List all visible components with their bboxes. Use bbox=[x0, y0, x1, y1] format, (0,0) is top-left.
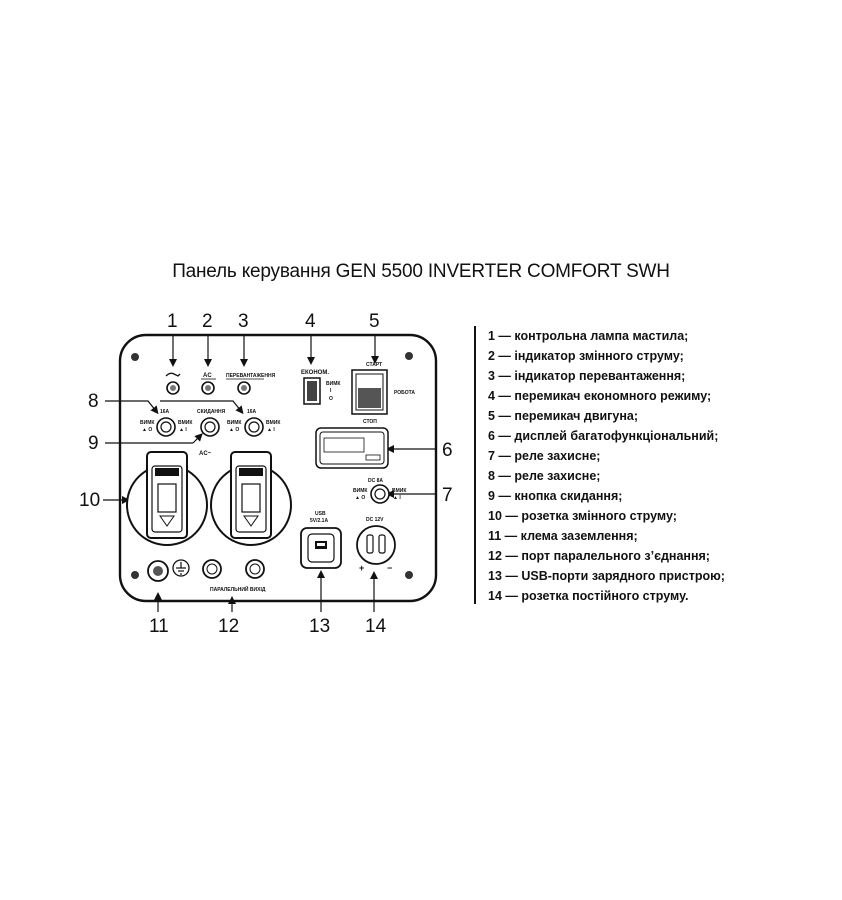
dc-plus-label: + bbox=[359, 563, 364, 573]
econ-off-symbol: O bbox=[329, 396, 333, 402]
stop-label: СТОП bbox=[363, 419, 377, 425]
usb-label: USB bbox=[315, 511, 326, 517]
left-breaker-off-symbol: ▲ O bbox=[142, 427, 152, 433]
callout-4: 4 bbox=[305, 311, 316, 332]
ground-symbol-icon bbox=[172, 559, 190, 577]
run-label: РОБОТА bbox=[394, 390, 415, 396]
oil-indicator-lamp bbox=[166, 381, 180, 395]
dc-breaker-on-symbol: ▲ I bbox=[393, 495, 401, 501]
dc-breaker-off-symbol: ▲ O bbox=[355, 495, 365, 501]
legend-item: 10 — розетка змінного струму; bbox=[488, 509, 677, 523]
legend-item: 13 — USB-порти зарядного пристрою; bbox=[488, 569, 725, 583]
parallel-output-label: ПАРАЛЕЛЬНИЙ ВИХІД bbox=[210, 585, 266, 593]
right-breaker-on-label: ВМИК bbox=[266, 420, 281, 426]
left-breaker-on-symbol: ▲ I bbox=[179, 427, 187, 433]
econ-on-symbol: I bbox=[330, 388, 332, 394]
dc-minus-label: − bbox=[387, 563, 392, 573]
dc-breaker-off-label: ВИМК bbox=[353, 488, 368, 494]
ac-indicator-lamp bbox=[201, 381, 215, 395]
callout-2: 2 bbox=[202, 311, 213, 332]
oil-lamp-icon bbox=[165, 372, 181, 377]
legend-item: 2 — індикатор змінного струму; bbox=[488, 349, 684, 363]
legend-item: 1 — контрольна лампа мастила; bbox=[488, 329, 689, 343]
multifunction-display bbox=[315, 427, 389, 469]
legend-item: 4 — перемикач економного режиму; bbox=[488, 389, 712, 403]
dc-socket-label: DC 12V bbox=[366, 517, 384, 523]
callout-arrows bbox=[103, 336, 436, 612]
legend-item: 5 — перемикач двигуна; bbox=[488, 409, 639, 423]
legend-item: 7 — реле захисне; bbox=[488, 449, 601, 463]
right-breaker-off-symbol: ▲ O bbox=[229, 427, 239, 433]
legend-item: 3 — індикатор перевантаження; bbox=[488, 369, 686, 383]
ac-indicator-label: AC bbox=[203, 373, 212, 379]
callout-5: 5 bbox=[369, 311, 380, 332]
ac-socket-left[interactable] bbox=[126, 451, 208, 546]
overload-indicator-label: ПЕРЕВАНТАЖЕННЯ bbox=[226, 373, 276, 379]
dc-socket[interactable] bbox=[356, 525, 396, 565]
callout-11: 11 bbox=[149, 616, 169, 637]
usb-port[interactable] bbox=[300, 527, 342, 569]
left-breaker-on-label: ВМИК bbox=[178, 420, 193, 426]
callout-1: 1 bbox=[167, 311, 178, 332]
right-protection-relay[interactable] bbox=[244, 417, 264, 437]
usb-rating-label: 5V/2.1A bbox=[310, 518, 328, 524]
econ-switch-label: ЕКОНОМ. bbox=[301, 370, 329, 376]
start-label: СТАРТ bbox=[366, 362, 382, 368]
legend-item: 9 — кнопка скидання; bbox=[488, 489, 623, 503]
page-title: Панель керування GEN 5500 INVERTER COMFO… bbox=[172, 261, 670, 282]
callout-12: 12 bbox=[218, 616, 239, 637]
parallel-port-left[interactable] bbox=[202, 559, 222, 579]
callout-8: 8 bbox=[88, 391, 99, 412]
reset-button[interactable] bbox=[200, 417, 220, 437]
dc-breaker-amp: DC 8A bbox=[368, 478, 383, 484]
econ-mode-switch[interactable] bbox=[303, 377, 321, 405]
callout-10: 10 bbox=[79, 490, 100, 511]
econ-off-label: ВИМК bbox=[326, 381, 341, 387]
dc-breaker-on-label: ВМИК bbox=[392, 488, 407, 494]
callout-3: 3 bbox=[238, 311, 249, 332]
left-breaker-off-label: ВИМК bbox=[140, 420, 155, 426]
ground-terminal[interactable] bbox=[147, 560, 169, 582]
legend-item: 12 — порт паралельного з’єднання; bbox=[488, 549, 710, 563]
right-breaker-off-label: ВИМК bbox=[227, 420, 242, 426]
overload-indicator-lamp bbox=[237, 381, 251, 395]
left-breaker-amp: 16A bbox=[160, 409, 170, 415]
legend-item: 11 — клема заземлення; bbox=[488, 529, 638, 543]
left-protection-relay[interactable] bbox=[156, 417, 176, 437]
dc-protection-relay[interactable] bbox=[370, 484, 390, 504]
screw-icon bbox=[131, 352, 413, 579]
legend-item: 14 — розетка постійного струму. bbox=[488, 589, 689, 603]
parallel-port-right[interactable] bbox=[245, 559, 265, 579]
callout-6: 6 bbox=[442, 440, 453, 461]
legend-item: 8 — реле захисне; bbox=[488, 469, 601, 483]
reset-label: СКИДАННЯ bbox=[197, 409, 226, 415]
right-breaker-on-symbol: ▲ I bbox=[267, 427, 275, 433]
ac-socket-right[interactable] bbox=[210, 451, 292, 546]
engine-switch[interactable] bbox=[351, 369, 388, 415]
callout-9: 9 bbox=[88, 433, 99, 454]
panel-outline bbox=[118, 333, 438, 603]
right-breaker-amp: 16A bbox=[247, 409, 257, 415]
ac-output-label: AC~ bbox=[199, 451, 212, 457]
callout-7: 7 bbox=[442, 485, 453, 506]
legend: 1 — контрольна лампа мастила; 2 — індика… bbox=[474, 326, 725, 604]
callout-14: 14 bbox=[365, 616, 387, 637]
legend-item: 6 — дисплей багатофункціональний; bbox=[488, 429, 719, 443]
callout-13: 13 bbox=[309, 616, 330, 637]
